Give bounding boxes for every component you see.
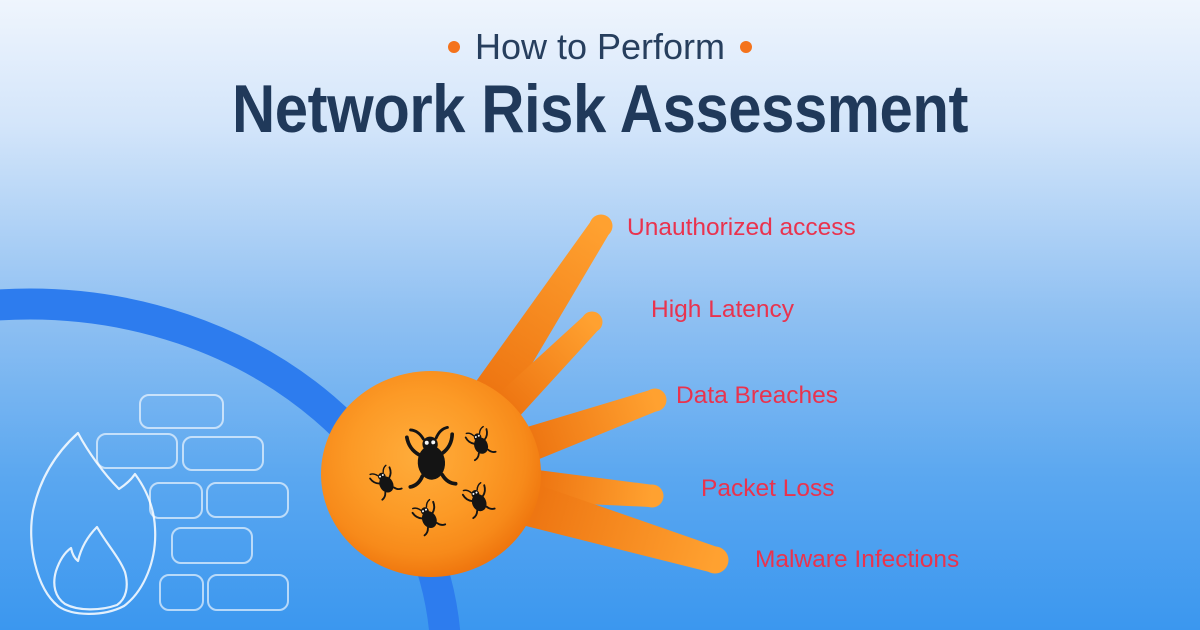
risk-label-high-latency: High Latency: [651, 296, 795, 323]
risk-label-data-breaches: Data Breaches: [676, 382, 839, 409]
kicker: How to Perform: [0, 26, 1200, 68]
network-arc: [0, 288, 461, 630]
flame-icon: [30, 431, 157, 615]
kicker-text: How to Perform: [474, 26, 726, 67]
page-title: Network Risk Assessment: [232, 71, 968, 147]
risk-label-malware-infections: Malware Infections: [755, 546, 960, 573]
bullet-dot-icon: [447, 41, 460, 53]
bullet-dot-icon: [740, 41, 753, 53]
firewall-icon: [30, 394, 289, 615]
risk-label-unauthorized-access: Unauthorized access: [627, 214, 856, 241]
risk-label-packet-loss: Packet Loss: [701, 475, 835, 502]
